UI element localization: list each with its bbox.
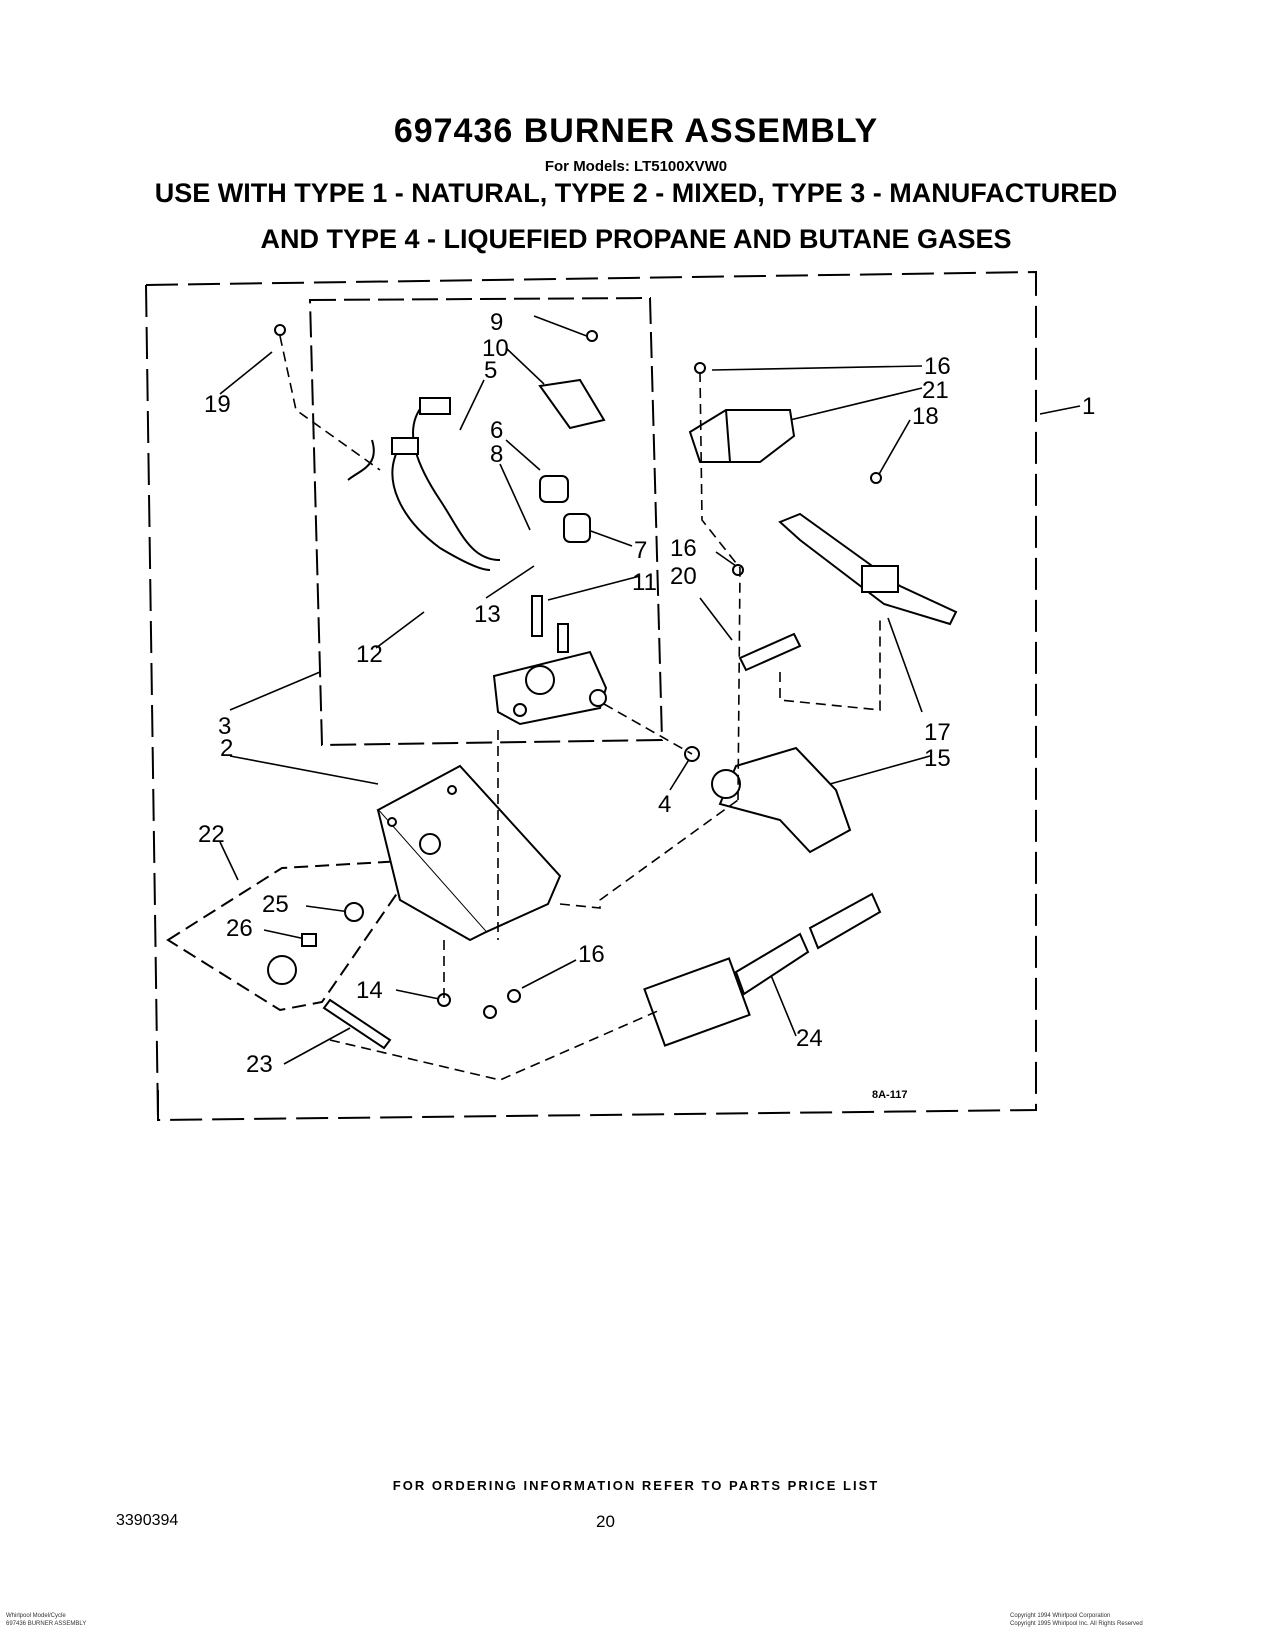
callout-16a: 16 xyxy=(924,353,951,380)
callout-24: 24 xyxy=(796,1025,823,1052)
callout-20: 20 xyxy=(670,563,697,590)
ordering-note: FOR ORDERING INFORMATION REFER TO PARTS … xyxy=(392,1478,880,1493)
bracket-20 xyxy=(738,632,802,672)
callout-2: 2 xyxy=(220,735,233,762)
burner-15 xyxy=(718,746,852,854)
callout-12: 12 xyxy=(356,641,383,668)
callout-19: 19 xyxy=(204,391,231,418)
callout-labels: 1 2 3 4 5 6 7 8 9 10 11 12 13 14 15 16 1… xyxy=(198,309,1095,1101)
callout-15: 15 xyxy=(924,745,951,772)
callout-11: 11 xyxy=(632,569,657,596)
coil-6 xyxy=(539,475,569,503)
callout-16c: 16 xyxy=(578,941,605,968)
callout-7: 7 xyxy=(634,537,647,564)
ignitor-21 xyxy=(688,409,796,463)
models-line: For Models: LT5100XVW0 xyxy=(544,158,728,175)
callout-26: 26 xyxy=(226,915,253,942)
footer-right-note-2: Copyright 1995 Whirlpool Inc. All Rights… xyxy=(1010,1621,1143,1627)
group-22-frame xyxy=(166,858,422,1012)
callout-13: 13 xyxy=(474,601,501,628)
usage-line-2: AND TYPE 4 - LIQUEFIED PROPANE AND BUTAN… xyxy=(260,224,1012,254)
callout-6: 6 xyxy=(490,417,503,444)
document-number: 3390394 xyxy=(116,1512,179,1529)
valve-subassembly-frame xyxy=(308,296,664,747)
callout-3: 3 xyxy=(218,713,231,740)
callout-5: 5 xyxy=(484,357,497,384)
callout-8: 8 xyxy=(490,441,503,468)
cover-plate-10 xyxy=(538,378,606,430)
page-title: 697436 BURNER ASSEMBLY xyxy=(393,112,879,150)
coil-7 xyxy=(563,513,591,543)
callout-14: 14 xyxy=(356,977,383,1004)
callout-16b: 16 xyxy=(670,535,697,562)
callout-22: 22 xyxy=(198,821,225,848)
footer-right-note-1: Copyright 1994 Whirlpool Corporation xyxy=(1010,1613,1111,1619)
orifice-25 xyxy=(344,902,364,922)
outer-frame-left xyxy=(145,284,159,1121)
manifold-pipe-24 xyxy=(643,957,751,1047)
diagram-code: 8A-117 xyxy=(872,1089,907,1101)
callout-25: 25 xyxy=(262,891,289,918)
callout-9: 9 xyxy=(490,309,503,336)
callout-21: 21 xyxy=(922,377,949,404)
footer-left-note: Whirlpool Model/Cycle 697436 BURNER ASSE… xyxy=(6,1612,86,1628)
callout-17: 17 xyxy=(924,719,951,746)
wire-harness-5 xyxy=(412,403,501,561)
footer-left-note-1: Whirlpool Model/Cycle xyxy=(6,1613,66,1619)
callout-1: 1 xyxy=(1082,393,1095,420)
callout-10: 10 xyxy=(482,335,509,362)
page-number: 20 xyxy=(596,1512,615,1531)
callout-23: 23 xyxy=(246,1051,273,1078)
usage-line-1: USE WITH TYPE 1 - NATURAL, TYPE 2 - MIXE… xyxy=(154,178,1118,208)
callout-4: 4 xyxy=(658,791,671,818)
callout-18: 18 xyxy=(912,403,939,430)
footer-left-note-2: 697436 BURNER ASSEMBLY xyxy=(6,1621,87,1627)
footer-right-note: Copyright 1994 Whirlpool Corporation Cop… xyxy=(1010,1612,1143,1628)
